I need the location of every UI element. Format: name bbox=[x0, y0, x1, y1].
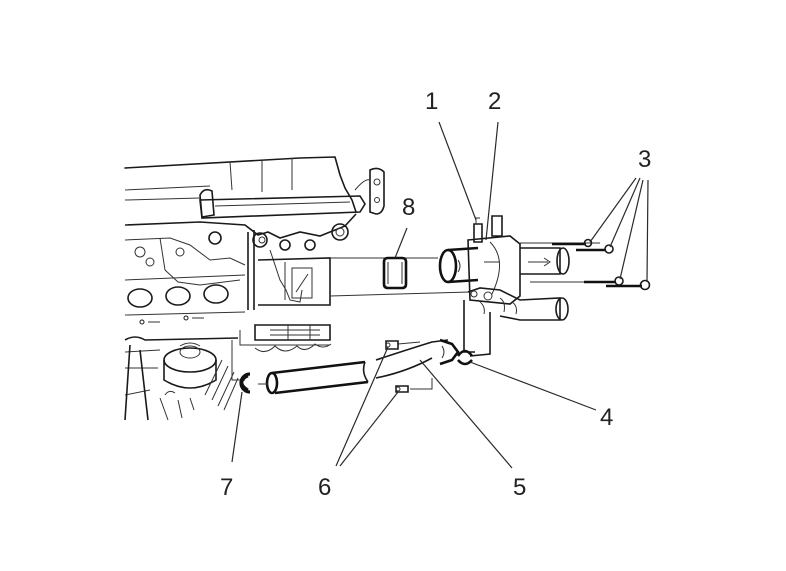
callout-4: 4 bbox=[600, 404, 614, 431]
callout-2: 2 bbox=[488, 88, 502, 115]
coolant-housing-part-2 bbox=[438, 215, 570, 357]
callout-7: 7 bbox=[220, 474, 234, 501]
callout-1: 1 bbox=[425, 88, 439, 115]
callout-8: 8 bbox=[402, 194, 416, 221]
coolant-pipe-part-5 bbox=[265, 338, 460, 395]
gasket-part-8 bbox=[382, 256, 408, 290]
fixing-bolts-part-6 bbox=[385, 340, 409, 393]
callout-5: 5 bbox=[513, 474, 527, 501]
callout-3: 3 bbox=[638, 146, 652, 173]
seal-ring-part-7 bbox=[239, 372, 268, 394]
callout-6: 6 bbox=[318, 474, 332, 501]
mounting-bolts-part-3 bbox=[552, 238, 651, 291]
leader-lines bbox=[231, 121, 649, 469]
seal-ring-part-4 bbox=[456, 349, 474, 366]
engine-block bbox=[124, 156, 385, 421]
